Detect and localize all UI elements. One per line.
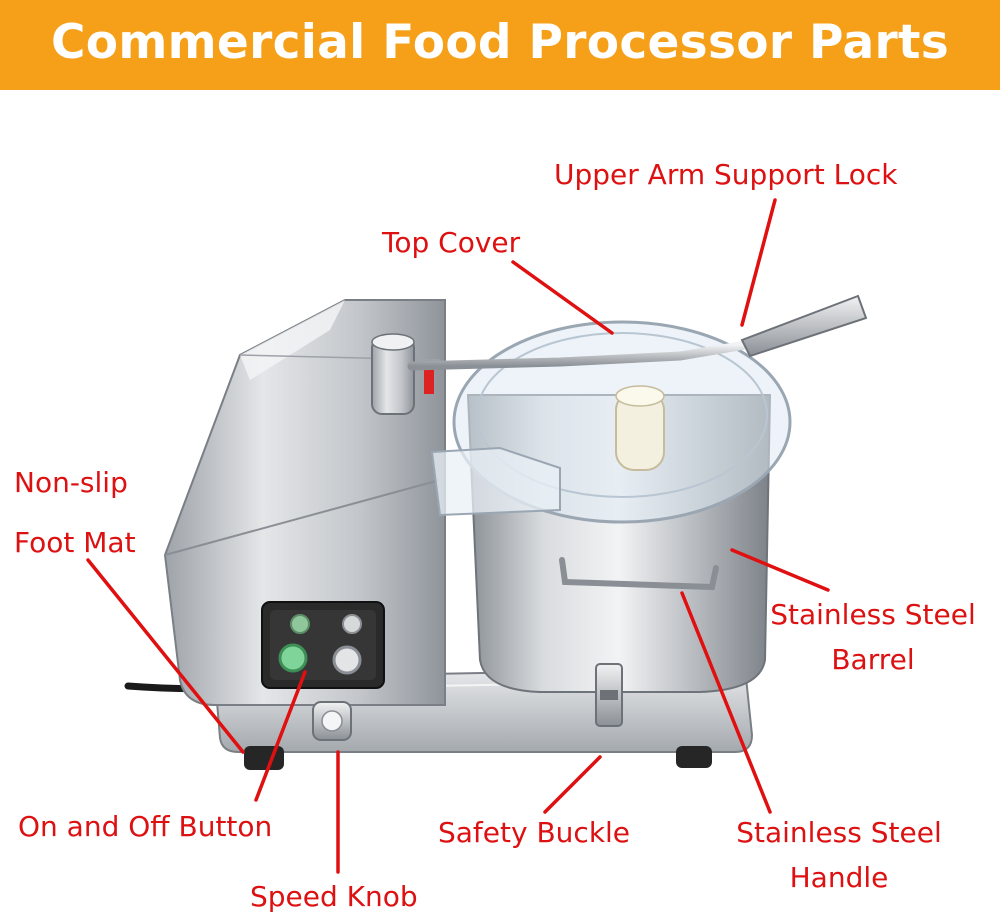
indicator-green-small <box>290 614 310 634</box>
leader-safety-buckle <box>543 755 602 814</box>
leader-lines <box>86 198 830 874</box>
upper-arm-rod <box>407 340 750 371</box>
on-button <box>278 643 308 673</box>
leader-upper-arm-lock <box>740 198 777 327</box>
leader-top-cover <box>511 260 614 335</box>
feed-chute <box>430 446 561 517</box>
leader-non-slip <box>86 558 245 754</box>
page-title: Commercial Food Processor Parts <box>51 15 949 70</box>
leader-on-off <box>254 670 307 802</box>
leader-barrel <box>730 548 830 592</box>
label-stainless-steel-barrel-line1: Stainless Steel <box>770 598 976 631</box>
label-stainless-steel-handle-line2: Handle <box>789 861 889 894</box>
foot-left <box>244 746 284 770</box>
label-speed-knob: Speed Knob <box>250 880 418 913</box>
label-upper-arm-support-lock: Upper Arm Support Lock <box>554 158 898 191</box>
leader-handle <box>680 591 772 814</box>
label-on-and-off-button: On and Off Button <box>18 810 273 843</box>
upper-arm-handle <box>740 294 868 358</box>
label-non-slip: Non-slip <box>14 466 128 499</box>
label-stainless-steel-barrel-line2: Barrel <box>831 643 915 676</box>
indicator-light-small <box>342 614 362 634</box>
label-top-cover: Top Cover <box>382 226 521 259</box>
label-foot-mat: Foot Mat <box>14 526 136 559</box>
title-banner: Commercial Food Processor Parts <box>0 0 1000 90</box>
off-button <box>332 645 362 675</box>
label-safety-buckle: Safety Buckle <box>438 816 631 849</box>
barrel-handle-shape <box>559 557 719 591</box>
foot-right <box>676 746 712 768</box>
label-stainless-steel-handle-line1: Stainless Steel <box>736 816 942 849</box>
